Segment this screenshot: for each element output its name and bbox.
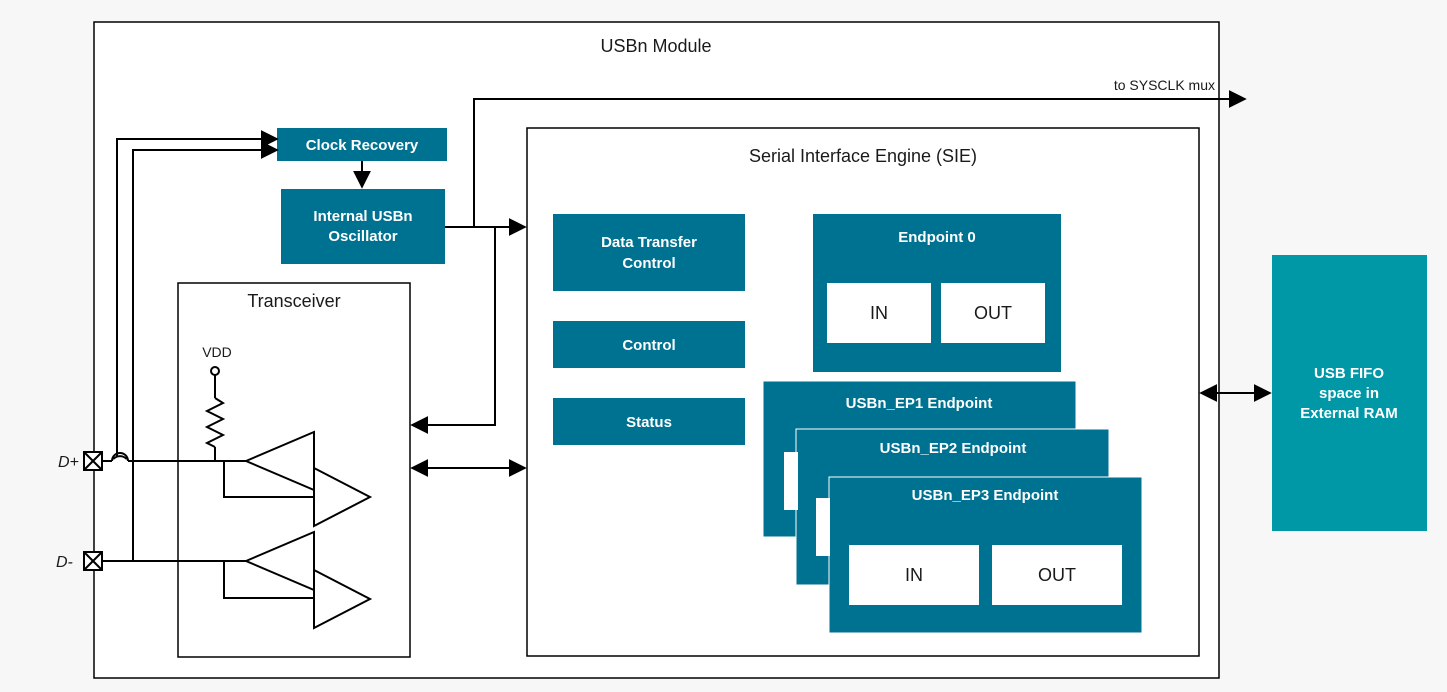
vdd-label: VDD — [202, 344, 232, 360]
dminus-to-clock-recovery — [132, 141, 279, 561]
dplus-pin — [83, 451, 103, 471]
endpoint0-in-box — [827, 283, 931, 343]
ep2-title: USBn_EP2 Endpoint — [880, 440, 1027, 457]
osc-to-transceiver-arrow — [410, 227, 496, 434]
status-block — [553, 398, 745, 445]
clock-recovery-block — [277, 128, 447, 161]
endpoint0-out-box — [941, 283, 1045, 343]
fifo-label-line1: USB FIFO — [1314, 365, 1384, 382]
endpoint0-title: Endpoint 0 — [898, 229, 976, 246]
usb-fifo-block — [1272, 255, 1427, 531]
oscillator-label-line1: Internal USBn — [313, 208, 412, 225]
dplus-to-clock-recovery — [116, 130, 279, 461]
dplus-receiver-wire — [223, 461, 314, 498]
status-label: Status — [626, 414, 672, 431]
dminus-pin — [83, 551, 103, 571]
osc-to-sysclk-arrow — [473, 90, 1247, 227]
data-transfer-label-line2: Control — [622, 255, 675, 272]
sysclk-label: to SYSCLK mux — [1114, 77, 1215, 93]
clock-recovery-label: Clock Recovery — [306, 137, 419, 154]
fifo-label-line3: External RAM — [1300, 405, 1398, 422]
dminus-receiver-triangle — [313, 568, 373, 630]
dminus-receiver-wire — [223, 561, 314, 599]
dminus-driver-triangle — [243, 530, 315, 592]
fifo-label-line2: space in — [1319, 385, 1379, 402]
control-block — [553, 321, 745, 368]
oscillator-label-line2: Oscillator — [328, 228, 397, 245]
data-transfer-control-block — [553, 214, 745, 291]
oscillator-block — [281, 189, 445, 264]
ep3-in-box — [849, 545, 979, 605]
module-title: USBn Module — [600, 36, 711, 56]
dplus-label: D+ — [58, 454, 79, 471]
endpoint0-in-label: IN — [870, 303, 888, 323]
ep1-in-box-sliver — [784, 452, 798, 510]
data-transfer-label-line1: Data Transfer — [601, 234, 697, 251]
ep3-in-label: IN — [905, 565, 923, 585]
dplus-driver-triangle — [243, 430, 315, 492]
ep2-in-box-sliver — [816, 498, 830, 556]
dplus-receiver-triangle — [313, 466, 373, 528]
ep3-out-label: OUT — [1038, 565, 1076, 585]
ep3-out-box — [992, 545, 1122, 605]
dminus-label: D- — [56, 554, 73, 571]
endpoint0-out-label: OUT — [974, 303, 1012, 323]
vdd-node — [210, 366, 220, 376]
transceiver-title: Transceiver — [247, 291, 340, 311]
pullup-resistor — [204, 397, 226, 448]
control-label: Control — [622, 337, 675, 354]
sie-title: Serial Interface Engine (SIE) — [749, 146, 977, 166]
ep3-title: USBn_EP3 Endpoint — [912, 487, 1059, 504]
crossover-arc — [111, 452, 129, 462]
ep1-title: USBn_EP1 Endpoint — [846, 395, 993, 412]
